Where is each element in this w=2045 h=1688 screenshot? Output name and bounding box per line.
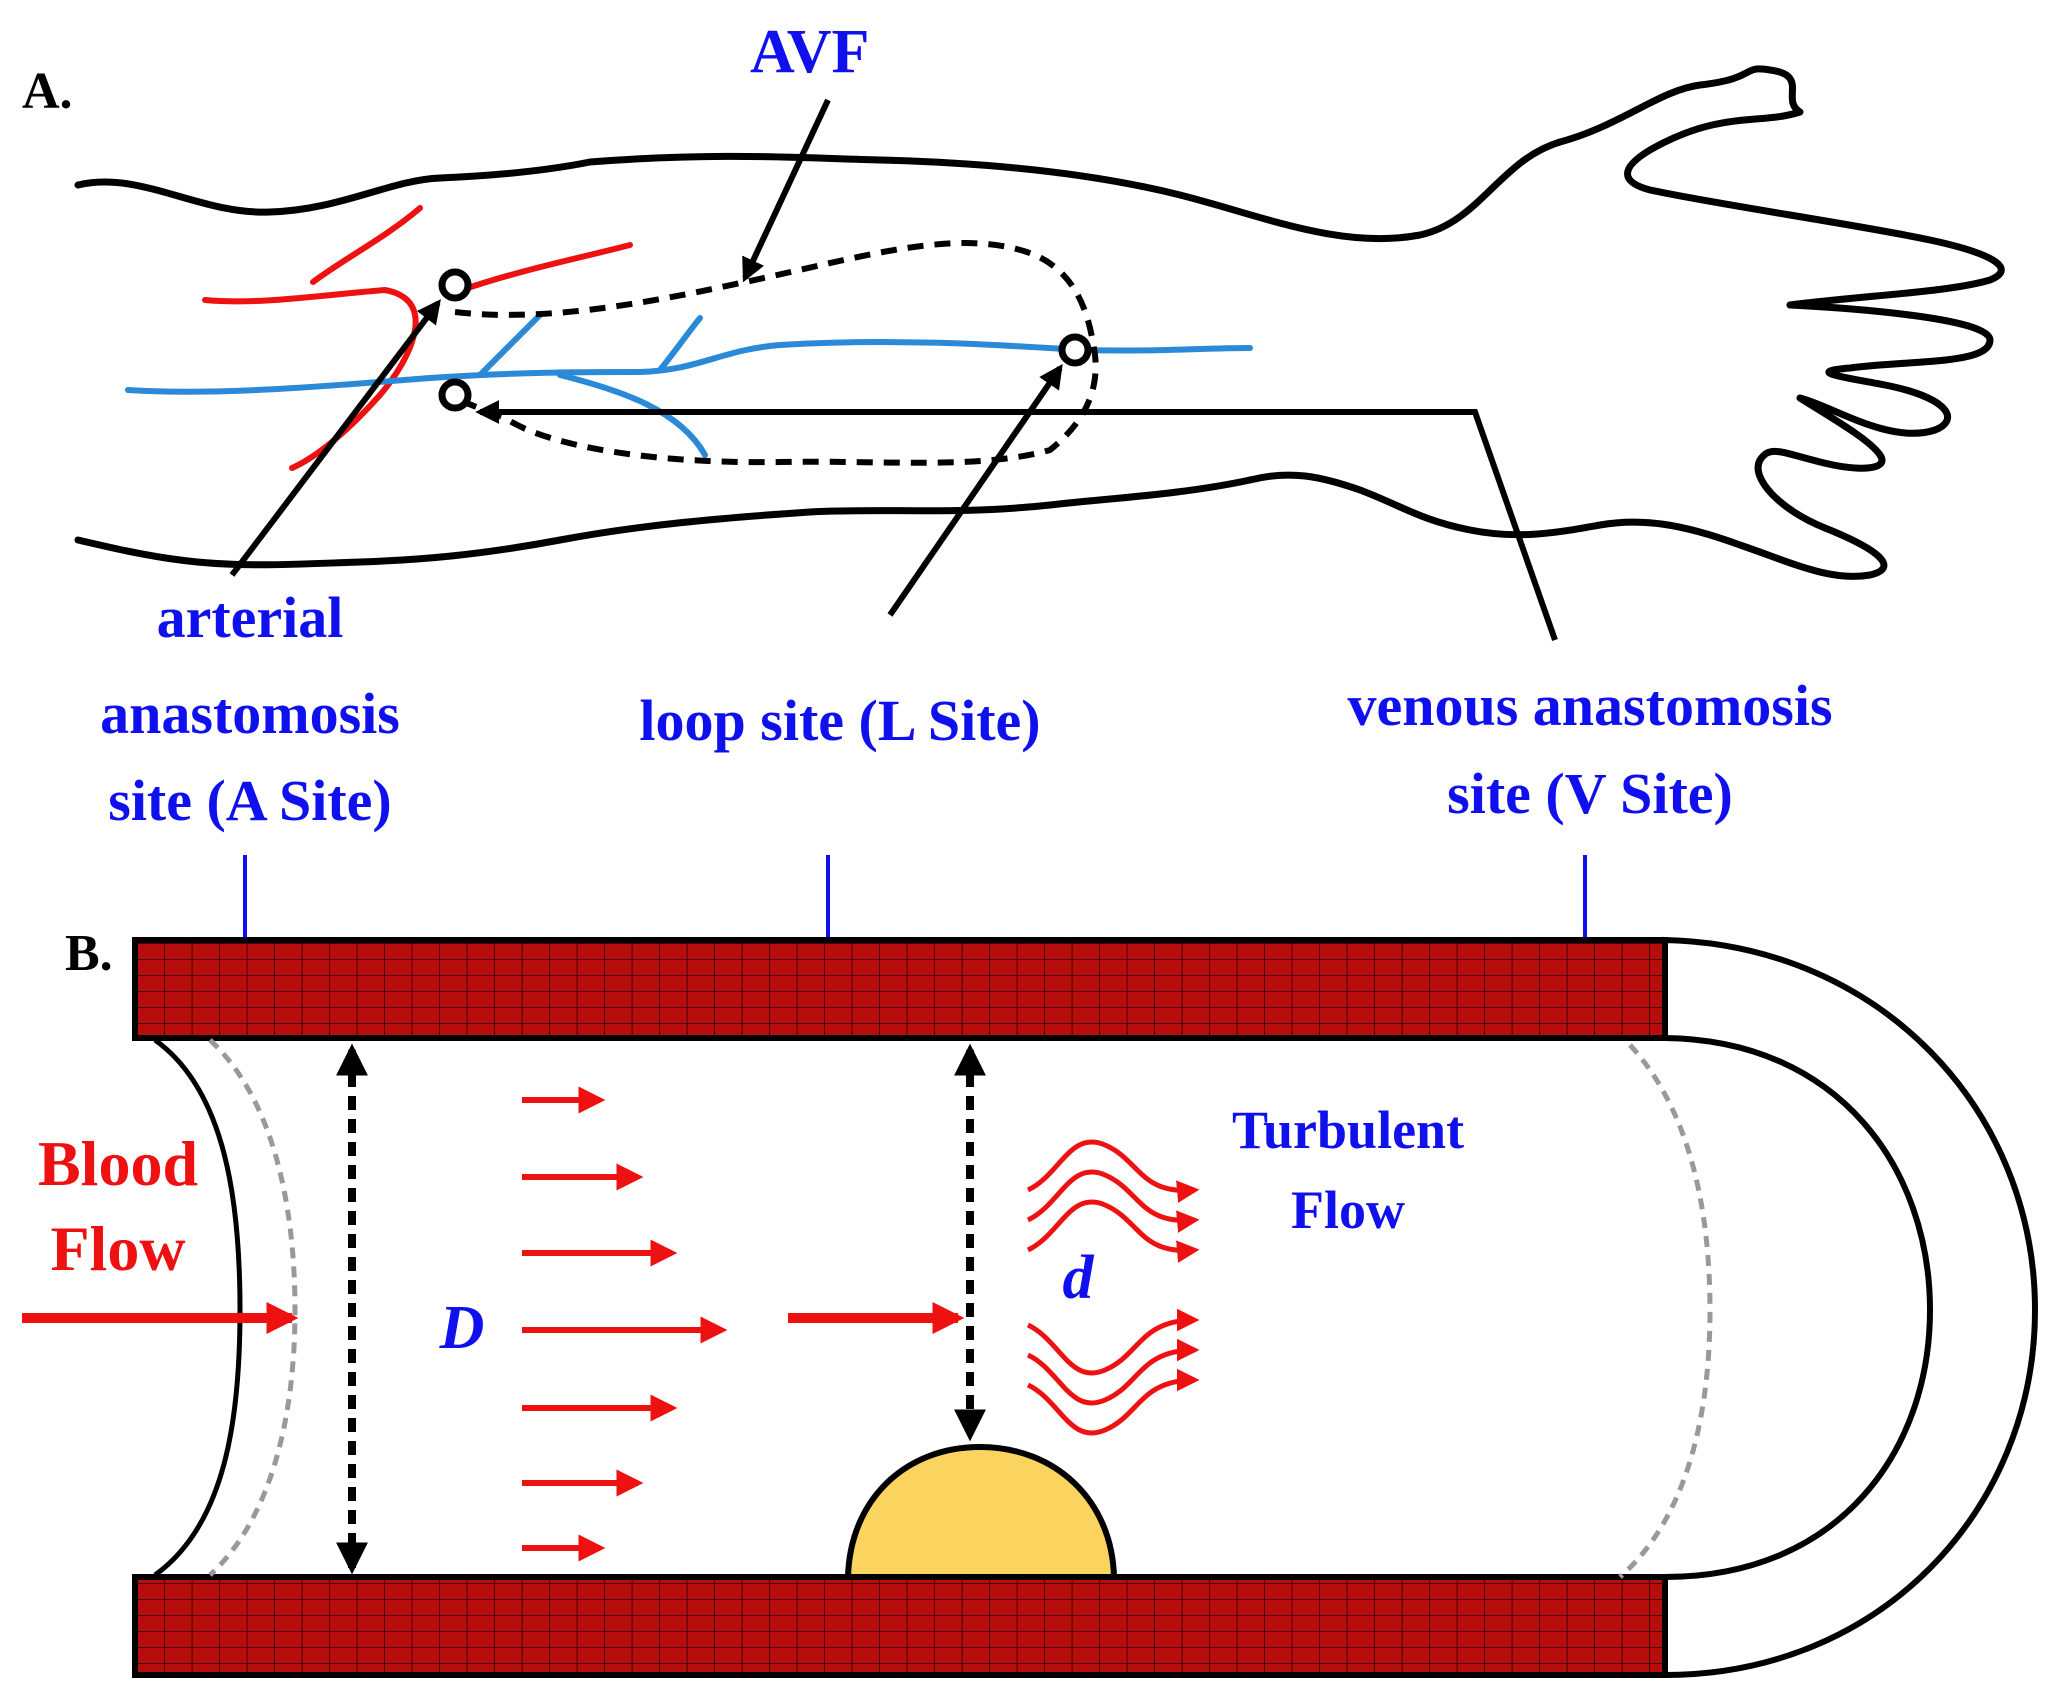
turbulent-arrow [1026, 1199, 1200, 1263]
l-site-marker [1058, 333, 1092, 367]
avf-pointer [742, 98, 831, 283]
v-site-label-line1: venous anastomosis [1347, 673, 1832, 738]
a-site-pointer [229, 299, 441, 577]
turbulent-arrow [1026, 1308, 1200, 1376]
blood-flow-label-line2: Flow [50, 1213, 185, 1284]
a-site-label-line1: arterial [157, 585, 344, 650]
vein-branch-lower [557, 372, 708, 458]
laminar-flow-arrows [522, 1086, 728, 1562]
vessel-wall-bottom [132, 1574, 1668, 1678]
a-site-outflow-marker [438, 378, 472, 412]
v-site-label-line2: site (V Site) [1447, 761, 1733, 826]
arm-outline-lower [74, 476, 1254, 569]
turbulent-flow-label-line1: Turbulent [1232, 1100, 1464, 1160]
arm-outline-upper [74, 65, 2005, 309]
artery-to-graft [459, 242, 633, 293]
turbulent-arrow [1026, 1368, 1200, 1436]
lumen-exit-back [1618, 1043, 1713, 1579]
arm-fingers [1246, 301, 1994, 580]
blood-flow-label-line1: Blood [38, 1128, 198, 1199]
panel-a: A. AVF arterial anastomosis site (A Site… [22, 18, 2005, 940]
panel-b: B. D d Blood Flow [22, 925, 2039, 1679]
v-site-pointer [475, 400, 1558, 641]
l-site-pointer [887, 364, 1063, 617]
panel-b-label: B. [65, 925, 113, 982]
l-site-label: loop site (L Site) [639, 688, 1040, 753]
a-site-label-line3: site (A Site) [108, 768, 392, 833]
turbulent-arrow [1026, 1338, 1200, 1406]
a-site-marker [438, 268, 472, 302]
vessel-wall-top [132, 937, 1668, 1041]
stenosis-plaque [844, 1443, 1118, 1580]
lumen-entrance-edge [153, 1037, 243, 1578]
avf-graft-loop [453, 240, 1099, 466]
turbulent-arrow [1026, 1139, 1200, 1203]
vein-branch-upper [477, 312, 543, 378]
a-site-label-line2: anastomosis [100, 681, 400, 746]
turbulent-flow-label-line2: Flow [1291, 1180, 1405, 1240]
diameter-D-label: D [439, 1294, 485, 1362]
vessel-bend [1662, 936, 2039, 1679]
turbulent-flow-arrows [1026, 1139, 1200, 1436]
lumen-entrance-back [208, 1038, 298, 1577]
vein-branch-right [657, 315, 703, 373]
avf-label: AVF [750, 18, 869, 86]
diameter-d-label: d [1063, 1244, 1095, 1312]
panel-a-label: A. [22, 63, 73, 120]
turbulent-arrow [1026, 1169, 1200, 1233]
artery-branch [310, 205, 423, 285]
